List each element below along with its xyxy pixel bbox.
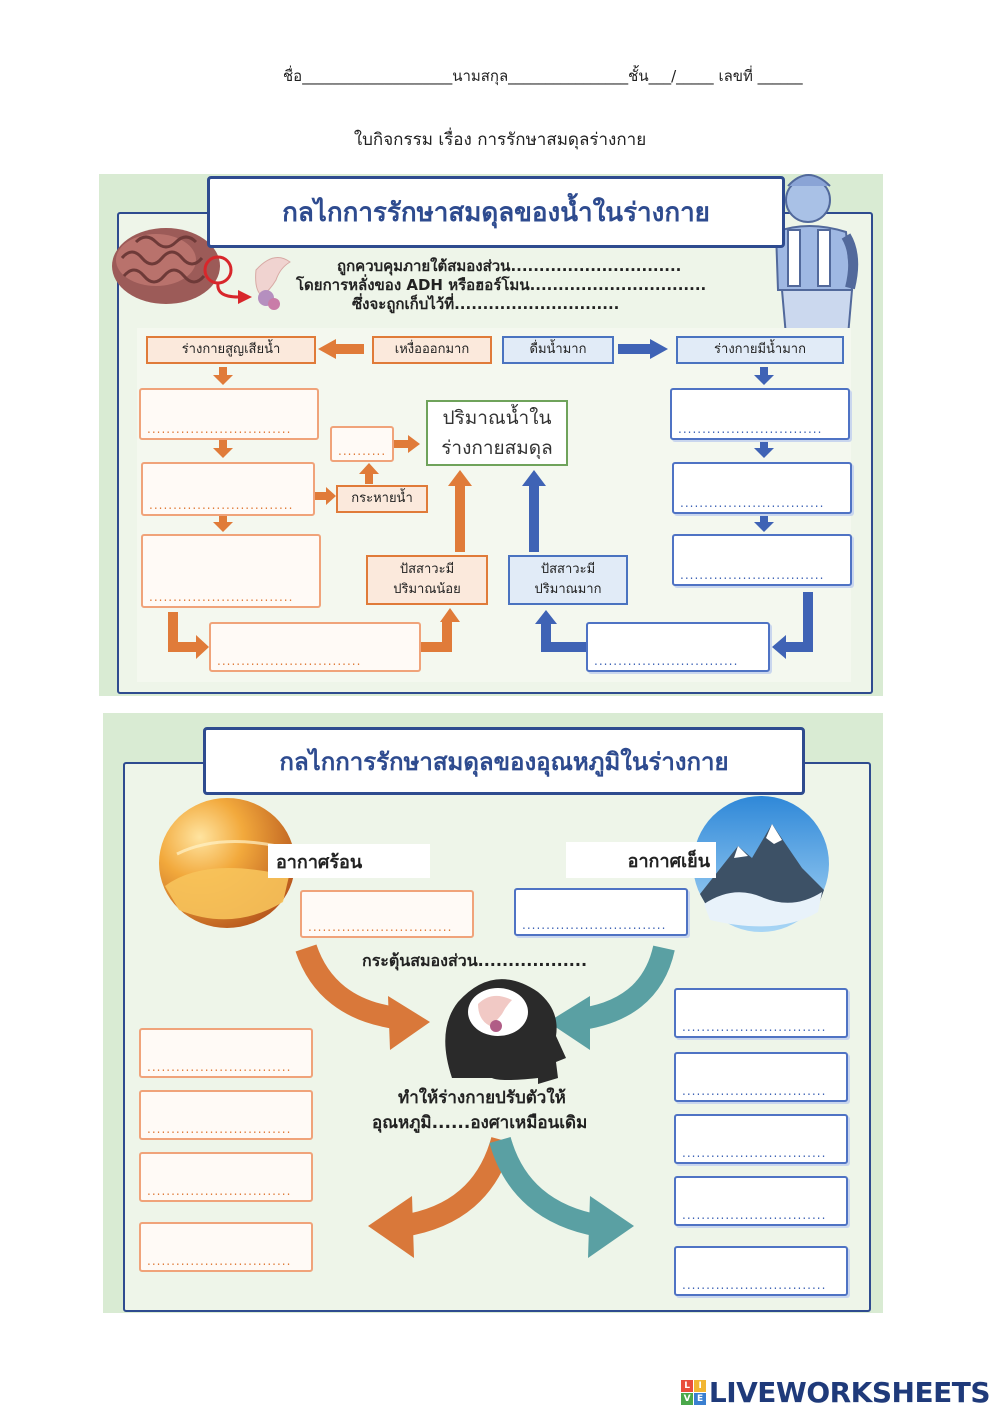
arrow-hot-to-brain xyxy=(295,944,398,1029)
label-sweat-a-lot: เหงื่อออกมาก xyxy=(372,336,492,364)
arrow-down-o3 xyxy=(213,514,233,532)
water-control-line-1: ถูกควบคุมภายใต้สมองส่วน.................… xyxy=(337,257,682,275)
answer-dots: .............................. xyxy=(147,1122,292,1136)
arrow-bottom-left-l xyxy=(168,612,209,659)
answer-water-loss-1[interactable]: .............................. xyxy=(139,388,319,440)
logo-text: LIVEWORKSHEETS xyxy=(708,1376,991,1409)
answer-thirst-result[interactable]: .......... xyxy=(330,426,394,462)
answer-dots: .............................. xyxy=(147,1184,292,1198)
answer-water-much-3[interactable]: .............................. xyxy=(672,534,852,586)
arrow-to-thirst xyxy=(314,487,336,505)
arrow-to-hot-response xyxy=(400,1136,513,1237)
label-urine-high: ปัสสาวะมี ปริมาณมาก xyxy=(508,555,628,605)
stimulate-brain-text: กระตุ้นสมองส่วน.................. xyxy=(362,951,588,970)
worksheet-title: ใบกิจกรรม เรื่อง การรักษาสมดุลร่างกาย xyxy=(353,130,647,150)
answer-cold-detect[interactable]: .............................. xyxy=(514,888,688,936)
answer-water-loss-3[interactable]: .............................. xyxy=(141,534,321,608)
arrow-thirst-up xyxy=(359,463,379,484)
water-control-line-3: ซึ่งจะถูกเก็บไว้ที่.....................… xyxy=(352,295,620,313)
answer-dots: .............................. xyxy=(678,422,823,436)
arrow-bottom-left-r xyxy=(420,608,460,652)
urine-high-line-1: ปัสสาวะมี xyxy=(540,562,596,577)
water-title-banner: กลไกการรักษาสมดุลของน้ำในร่างกาย xyxy=(207,176,785,248)
answer-dots: .............................. xyxy=(682,1020,827,1034)
answer-water-loss-2[interactable]: .............................. xyxy=(141,462,315,516)
arrow-to-cold-response xyxy=(489,1136,603,1237)
answer-dots: .............................. xyxy=(149,498,294,512)
answer-cold-response-5[interactable]: .............................. xyxy=(674,1246,848,1296)
answer-water-much-4[interactable]: .............................. xyxy=(586,622,770,672)
arrow-urine-low-up xyxy=(448,470,472,552)
arrow-dots-to-balance xyxy=(393,435,420,453)
answer-dots: .............................. xyxy=(682,1208,827,1222)
arrow-bottom-right-l xyxy=(535,610,586,652)
arrow-urine-high-up xyxy=(522,470,546,552)
arrow-bottom-right xyxy=(772,592,813,659)
adjust-text-2: อุณหภูมิ......องศาเหมือนเดิม xyxy=(372,1113,588,1133)
label-body-has-much-water: ร่างกายมีน้ำมาก xyxy=(676,336,844,364)
arrow-down-b2 xyxy=(754,440,774,458)
head-with-brain-icon xyxy=(445,979,566,1084)
answer-cold-response-2[interactable]: .............................. xyxy=(674,1052,848,1102)
answer-water-much-1[interactable]: .............................. xyxy=(670,388,850,440)
answer-dots: .............................. xyxy=(147,422,292,436)
temperature-title-banner: กลไกการรักษาสมดุลของอุณหภูมิในร่างกาย xyxy=(203,727,805,795)
adjust-text-1: ทำให้ร่างกายปรับตัวให้ xyxy=(398,1088,566,1108)
brain-image xyxy=(112,228,291,310)
answer-hot-response-3[interactable]: .............................. xyxy=(139,1152,313,1202)
answer-dots: .............................. xyxy=(680,568,825,582)
water-control-line-2: โดยการหลั่งของ ADH หรือฮอร์โมน..........… xyxy=(296,276,707,294)
arrow-sweat-to-loss xyxy=(318,339,364,359)
water-flow-arrows xyxy=(168,339,813,659)
arrow-down-o2 xyxy=(213,440,233,458)
hot-desert-image xyxy=(159,798,295,928)
answer-hot-response-4[interactable]: .............................. xyxy=(139,1222,313,1272)
arrow-drink-to-much xyxy=(618,339,668,359)
answer-cold-response-1[interactable]: .............................. xyxy=(674,988,848,1038)
answer-dots: .............................. xyxy=(522,918,667,932)
answer-water-much-2[interactable]: .............................. xyxy=(672,462,852,514)
answer-cold-response-4[interactable]: .............................. xyxy=(674,1176,848,1226)
answer-dots: .............................. xyxy=(680,496,825,510)
urine-high-line-2: ปริมาณมาก xyxy=(534,582,602,597)
cold-mountain-image xyxy=(693,796,829,932)
answer-dots: .............................. xyxy=(682,1278,827,1292)
urine-low-line-2: ปริมาณน้อย xyxy=(393,582,461,597)
answer-dots: .............................. xyxy=(308,920,453,934)
arrow-down-o1 xyxy=(213,367,233,385)
answer-dots: .............................. xyxy=(149,590,294,604)
label-body-loses-water: ร่างกายสูญเสียน้ำ xyxy=(146,336,316,364)
water-balance-line-1: ปริมาณน้ำใน xyxy=(442,407,552,429)
hot-weather-label: อากาศร้อน xyxy=(268,844,430,878)
answer-dots: .............................. xyxy=(217,654,362,668)
answer-dots: .............................. xyxy=(147,1060,292,1074)
student-info-line: ชื่อ____________________นามสกุล_________… xyxy=(283,67,803,85)
arrow-down-b3 xyxy=(754,514,774,532)
arrow-down-b1 xyxy=(754,367,774,385)
arrow-cold-to-brain xyxy=(572,945,675,1031)
water-balance-line-2: ร่างกายสมดุล xyxy=(441,437,553,459)
answer-cold-response-3[interactable]: .............................. xyxy=(674,1114,848,1164)
cold-weather-label: อากาศเย็น xyxy=(566,842,716,878)
answer-hot-detect[interactable]: .............................. xyxy=(300,890,474,938)
answer-dots: .............................. xyxy=(147,1254,292,1268)
answer-water-loss-4[interactable]: .............................. xyxy=(209,622,421,672)
label-water-balance: ปริมาณน้ำใน ร่างกายสมดุล xyxy=(426,400,568,466)
label-urine-low: ปัสสาวะมี ปริมาณน้อย xyxy=(366,555,488,605)
urine-low-line-1: ปัสสาวะมี xyxy=(399,562,455,577)
answer-dots: .......... xyxy=(338,444,386,458)
answer-hot-response-2[interactable]: .............................. xyxy=(139,1090,313,1140)
answer-hot-response-1[interactable]: .............................. xyxy=(139,1028,313,1078)
label-drink-a-lot: ดื่มน้ำมาก xyxy=(502,336,614,364)
label-thirst: กระหายน้ำ xyxy=(336,485,428,513)
answer-dots: .............................. xyxy=(682,1084,827,1098)
answer-dots: .............................. xyxy=(682,1146,827,1160)
answer-dots: .............................. xyxy=(594,654,739,668)
